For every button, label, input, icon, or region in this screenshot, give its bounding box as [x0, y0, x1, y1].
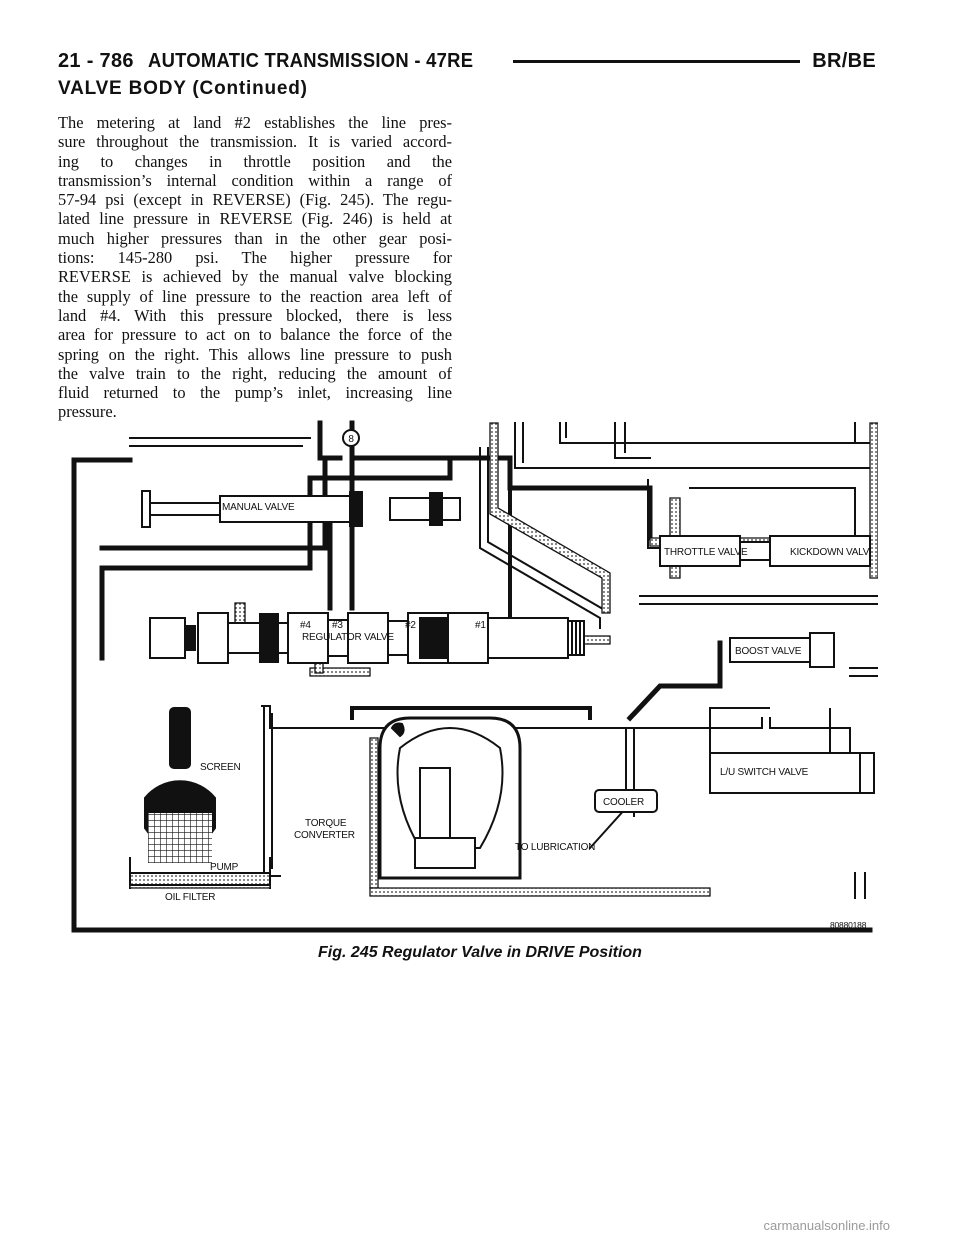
label-land-2: #2: [405, 620, 416, 631]
label-figure-id: 80880188: [830, 920, 867, 930]
text-line: REVERSE is achieved by the manual valve …: [58, 267, 452, 287]
text-line: fluid returned to the pump’s inlet, incr…: [58, 383, 452, 403]
text-line: tions: 145-280 psi. The higher pressure …: [58, 248, 452, 268]
text-line: The metering at land #2 establishes the …: [58, 113, 452, 132]
regulator-valve: [149, 612, 585, 664]
text-line: sure throughout the transmission. It is …: [58, 132, 452, 152]
page-header: 21 - 786 AUTOMATIC TRANSMISSION - 47RE B…: [58, 46, 876, 76]
label-to-lubrication: TO LUBRICATION: [515, 842, 595, 853]
hydraulic-diagram: 8 MANUAL VALVE THROTTLE VALVE KICKDOWN V…: [70, 418, 878, 940]
text-line: land #4. With this pressure blocked, the…: [58, 305, 452, 325]
label-land-3: #3: [332, 620, 343, 631]
text-line: ing to changes in throttle position and …: [58, 151, 452, 171]
text-line: spring on the right. This allows line pr…: [58, 344, 452, 364]
text-line: 57-94 psi (except in REVERSE) (Fig. 245)…: [58, 190, 452, 210]
throttle-kickdown-valve: [659, 535, 871, 567]
label-screen: SCREEN: [200, 762, 240, 773]
screen-oil-filter: [129, 707, 271, 886]
text-line: transmission’s internal condition within…: [58, 170, 452, 190]
label-land-4: #4: [300, 620, 311, 631]
text-line: the valve train to the right, reducing t…: [58, 363, 452, 383]
label-lu-switch-valve: L/U SWITCH VALVE: [720, 767, 809, 778]
figure-caption: Fig. 245 Regulator Valve in DRIVE Positi…: [318, 944, 642, 961]
label-pump: PUMP: [210, 862, 239, 873]
text-line: area for pressure to act on to balance t…: [58, 325, 452, 345]
section-title: VALVE BODY (Continued): [58, 78, 308, 99]
body-paragraph: The metering at land #2 establishes the …: [58, 113, 452, 422]
label-manual-valve: MANUAL VALVE: [222, 502, 295, 513]
label-converter: CONVERTER: [294, 830, 355, 841]
lu-switch-valve: [709, 707, 875, 794]
boost-valve: [729, 632, 835, 668]
label-regulator-valve: REGULATOR VALVE: [302, 632, 394, 643]
main-pressure-lines: [71, 420, 878, 933]
torque-converter: [378, 716, 522, 880]
callout-8-circle: [342, 429, 360, 447]
label-land-1: #1: [475, 620, 486, 631]
text-line: much higher pressures than in the other …: [58, 228, 452, 248]
watermark: carmanualsonline.info: [763, 1218, 890, 1233]
label-throttle-valve: THROTTLE VALVE: [664, 547, 748, 558]
label-cooler: COOLER: [603, 797, 644, 808]
model-code: BR/BE: [812, 49, 876, 72]
text-line: pressure.: [58, 402, 117, 422]
diagram-labels: 8 MANUAL VALVE THROTTLE VALVE KICKDOWN V…: [165, 434, 870, 930]
text-line: the supply of line pressure to the react…: [58, 286, 452, 306]
manual-valve: [141, 490, 461, 528]
cooler-box: [594, 789, 658, 813]
text-line: lated line pressure in REVERSE (Fig. 246…: [58, 209, 452, 229]
label-torque: TORQUE: [305, 818, 347, 829]
label-oil-filter: OIL FILTER: [165, 892, 215, 903]
label-callout-8: 8: [348, 434, 354, 445]
label-kickdown-valve: KICKDOWN VALV: [790, 547, 870, 558]
chapter-title: AUTOMATIC TRANSMISSION - 47RE: [147, 49, 474, 72]
header-rule: [513, 59, 801, 63]
page-number: 21 - 786: [58, 49, 134, 72]
diagram-svg: 8 MANUAL VALVE THROTTLE VALVE KICKDOWN V…: [71, 420, 878, 933]
label-boost-valve: BOOST VALVE: [735, 646, 802, 657]
